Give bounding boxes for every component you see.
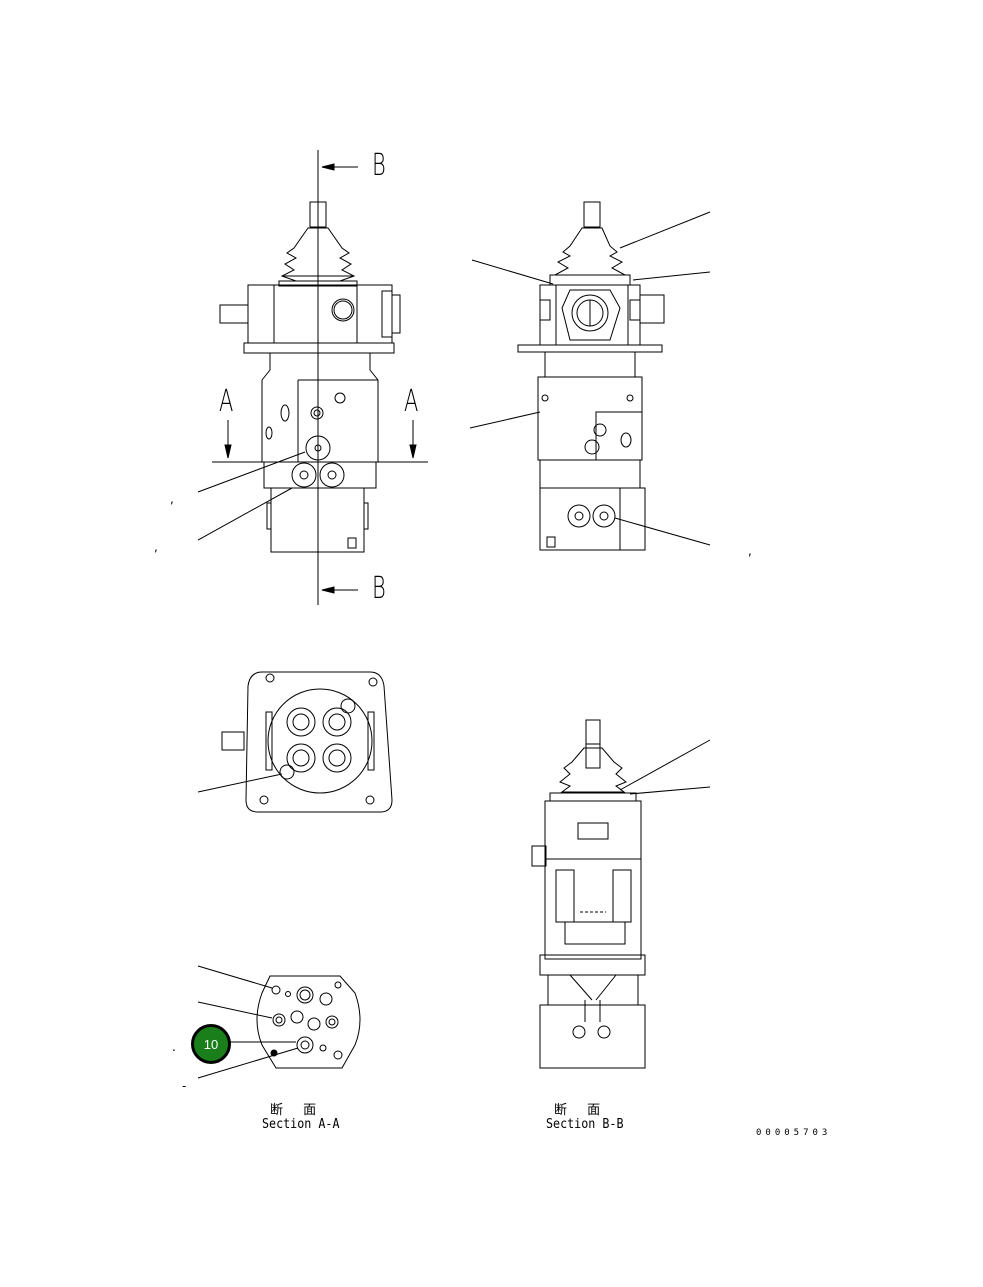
- section-b-title: Section B-B: [546, 1117, 624, 1132]
- cut-label-b-bottom: B: [372, 571, 386, 606]
- cut-label-a-right: A: [404, 384, 419, 419]
- comma-marker: ,: [170, 492, 174, 506]
- dot-marker: .: [172, 1040, 176, 1054]
- callout-badge-10[interactable]: 10: [191, 1024, 231, 1064]
- side-view: [469, 201, 711, 551]
- dash-marker: -: [182, 1079, 187, 1093]
- drawing-number: 00005703: [756, 1128, 832, 1138]
- front-view: [197, 150, 428, 605]
- cut-label-a-left: A: [219, 384, 234, 419]
- section-a-title: Section A-A: [262, 1117, 340, 1132]
- section-b-title-jp: 断 面: [554, 1103, 609, 1118]
- comma-marker: ,: [154, 540, 158, 554]
- bottom-view: [197, 671, 393, 813]
- section-a-title-jp: 断 面: [270, 1103, 325, 1118]
- cut-label-b-top: B: [372, 148, 386, 183]
- section-a-a: [197, 965, 361, 1079]
- section-b-b: [531, 719, 711, 1069]
- comma-marker: ,: [748, 544, 752, 558]
